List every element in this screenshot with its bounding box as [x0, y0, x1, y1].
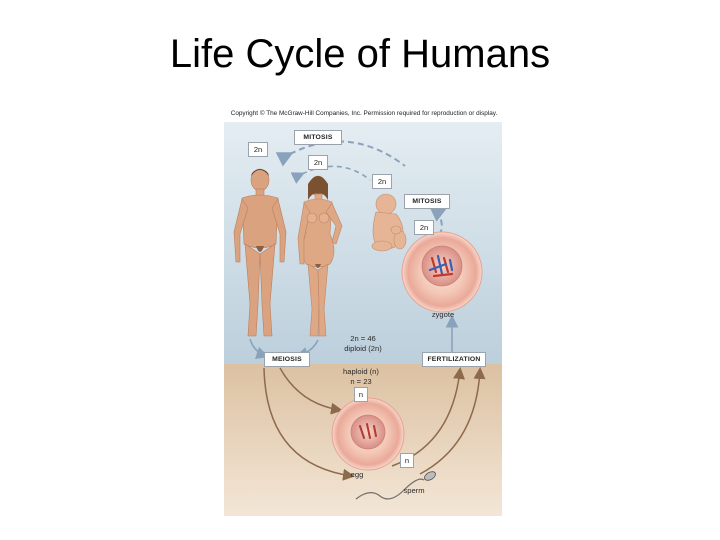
- ploidy-woman-label: 2n: [308, 155, 328, 170]
- figure-artwork: [224, 122, 502, 516]
- sperm-label: sperm: [403, 486, 425, 495]
- egg-cell: [331, 397, 405, 471]
- fertilization-label: FERTILIZATION: [422, 352, 486, 367]
- ploidy-baby-label: 2n: [372, 174, 392, 189]
- life-cycle-figure: Copyright © The McGraw-Hill Companies, I…: [220, 104, 502, 516]
- mitosis-top-label: MITOSIS: [294, 130, 342, 145]
- baby-figure: [371, 193, 407, 252]
- copyright-notice: Copyright © The McGraw-Hill Companies, I…: [230, 110, 498, 117]
- ploidy-zygote-label: 2n: [414, 220, 434, 235]
- ploidy-sperm-label: n: [400, 453, 414, 468]
- haploid-count: n = 23: [350, 377, 372, 386]
- ploidy-man-label: 2n: [248, 142, 268, 157]
- zygote-cell: [401, 231, 483, 313]
- diploid-count: 2n = 46: [350, 334, 376, 343]
- haploid-text: haploid (n): [343, 367, 379, 376]
- ploidy-egg-label: n: [354, 387, 368, 402]
- egg-label: egg: [350, 470, 364, 479]
- man-figure: [233, 168, 287, 337]
- sperm-cell: [355, 471, 436, 500]
- woman-figure: [297, 175, 343, 337]
- meiosis-label: MEIOSIS: [264, 352, 310, 367]
- diploid-text: diploid (2n): [344, 344, 382, 353]
- mitosis-arc-top: [275, 140, 406, 167]
- zygote-label: zygote: [431, 310, 455, 319]
- mitosis-arc-woman: [290, 165, 371, 184]
- mitosis-right-label: MITOSIS: [404, 194, 450, 209]
- slide-title: Life Cycle of Humans: [169, 32, 551, 76]
